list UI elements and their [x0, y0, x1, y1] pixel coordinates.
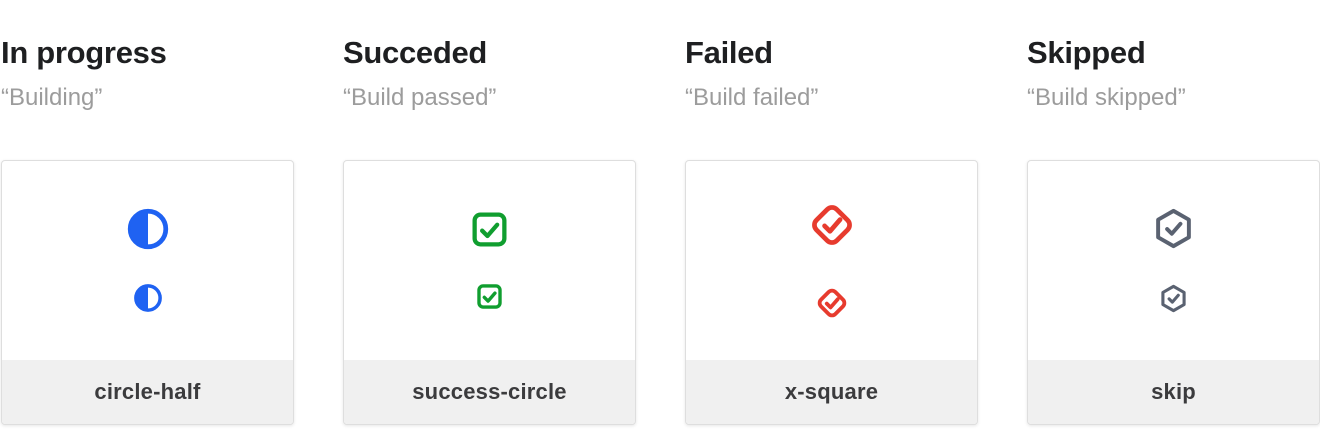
circle-half-icon: [133, 283, 163, 313]
icon-name-footer: circle-half: [2, 359, 293, 424]
circle-half-icon: [126, 207, 170, 251]
icon-name-label: success-circle: [412, 378, 567, 404]
column-failed: Failed “Build failed”: [685, 0, 978, 425]
icon-preview-area: [686, 161, 977, 360]
column-subtitle: “Build failed”: [685, 84, 819, 112]
check-diamond-icon: [805, 198, 859, 252]
icon-name-footer: x-square: [686, 359, 977, 424]
column-title: Failed: [685, 35, 773, 70]
icon-preview-area: [2, 161, 293, 360]
icon-name-footer: skip: [1028, 359, 1319, 424]
column-title: Succeded: [343, 35, 488, 70]
icon-name-label: x-square: [784, 378, 879, 404]
column-title: Skipped: [1027, 35, 1146, 70]
icon-card: success-circle: [343, 159, 636, 425]
icon-card: x-square: [685, 159, 978, 425]
icon-name-footer: success-circle: [344, 359, 635, 424]
icon-name-label: circle-half: [94, 378, 201, 404]
check-hexagon-icon: [1158, 283, 1189, 314]
check-square-icon: [475, 282, 504, 311]
column-title: In progress: [1, 35, 167, 70]
column-succeeded: Succeded “Build passed”: [343, 0, 636, 425]
icon-card: skip: [1027, 159, 1320, 425]
icon-preview-area: [1028, 161, 1319, 360]
check-diamond-icon: [813, 284, 851, 322]
column-subtitle: “Build passed”: [343, 84, 497, 112]
column-skipped: Skipped “Build skipped”: [1027, 0, 1320, 425]
icon-preview-area: [344, 161, 635, 360]
check-hexagon-icon: [1151, 206, 1196, 251]
check-square-icon: [469, 209, 510, 250]
column-subtitle: “Building”: [1, 84, 103, 112]
icon-card: circle-half: [1, 159, 294, 425]
status-columns-grid: In progress “Building”: [1, 0, 1320, 425]
icon-name-label: skip: [1151, 378, 1196, 404]
column-subtitle: “Build skipped”: [1027, 84, 1186, 112]
column-in-progress: In progress “Building”: [1, 0, 294, 425]
